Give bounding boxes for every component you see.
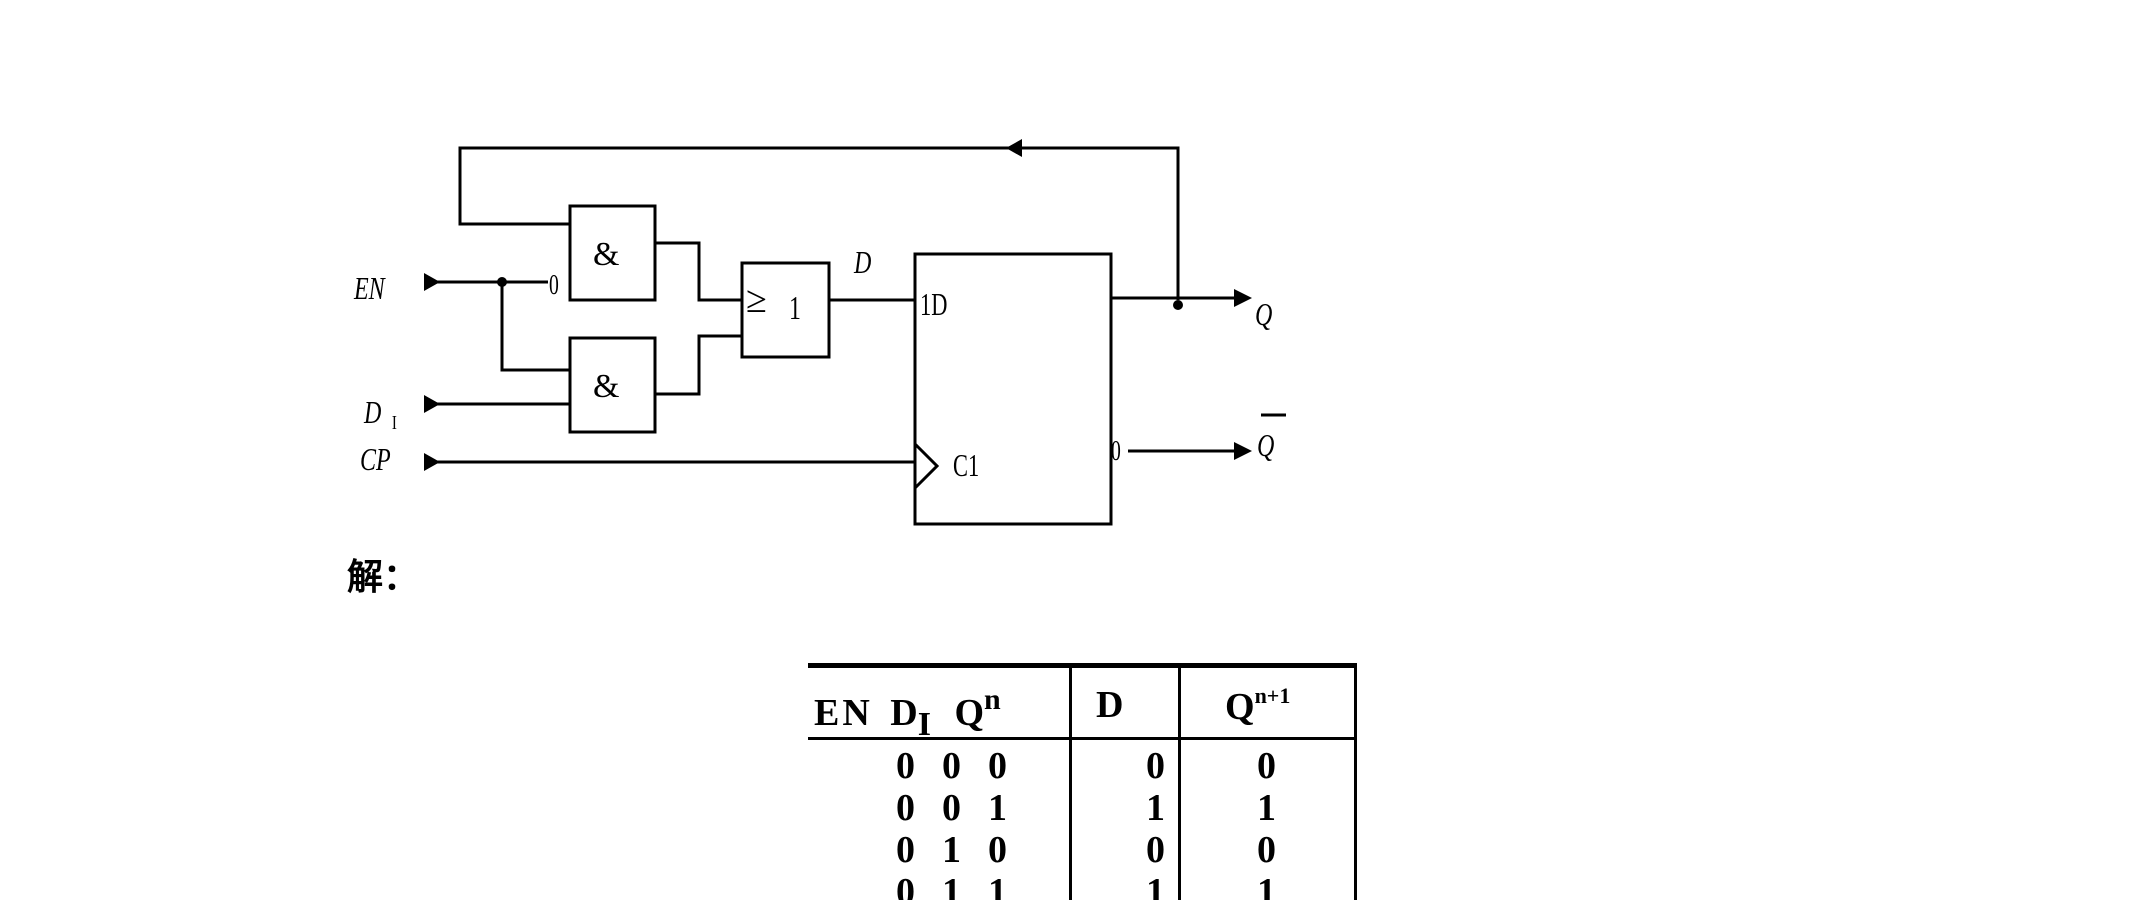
header-di: DI bbox=[890, 692, 931, 743]
solution-label: 解： bbox=[347, 556, 420, 598]
header-inputs: EN DI Qn bbox=[814, 683, 1001, 744]
header-en: EN bbox=[814, 692, 873, 734]
header-qn1-sup: n+1 bbox=[1254, 683, 1291, 708]
or-gate bbox=[740, 261, 831, 359]
di-label-main: D bbox=[364, 394, 382, 430]
cell-qn1: 0 bbox=[1257, 829, 1276, 871]
table-col-divider-1 bbox=[1069, 666, 1072, 900]
qbar-inversion-marker: 0 bbox=[1111, 436, 1121, 467]
table-row: 0 0 1 1 1 bbox=[808, 787, 1357, 829]
cell-qn: 1 bbox=[988, 871, 1007, 900]
d-flip-flop bbox=[913, 252, 1113, 526]
q-label: Q bbox=[1255, 296, 1273, 332]
feedback-arrow bbox=[1006, 139, 1022, 157]
ff-clock-pin-label: C1 bbox=[953, 447, 980, 483]
cell-di: 1 bbox=[942, 829, 961, 871]
table-right-border bbox=[1354, 666, 1357, 900]
table-row: 0 1 1 1 1 bbox=[808, 871, 1357, 900]
or-gate-symbol: ≥ bbox=[746, 279, 767, 321]
cell-en: 0 bbox=[896, 787, 915, 829]
table-header-divider bbox=[808, 737, 1357, 740]
di-label-sub: I bbox=[391, 412, 397, 434]
qbar-label: Q bbox=[1257, 427, 1275, 463]
cell-qn: 0 bbox=[988, 745, 1007, 787]
header-di-sub: I bbox=[917, 706, 931, 743]
cell-d: 0 bbox=[1146, 829, 1165, 871]
en-branch-wire bbox=[500, 282, 570, 372]
table-col-divider-2 bbox=[1178, 666, 1181, 900]
di-arrow bbox=[424, 395, 440, 413]
and-bottom-symbol: & bbox=[593, 368, 620, 405]
cp-label: CP bbox=[360, 441, 391, 477]
table-top-border bbox=[808, 663, 1357, 668]
and-top-symbol: & bbox=[593, 236, 620, 273]
cell-d: 1 bbox=[1146, 787, 1165, 829]
cell-di: 0 bbox=[942, 787, 961, 829]
or-gate-value: 1 bbox=[789, 290, 801, 327]
q-junction bbox=[1173, 300, 1183, 310]
header-qn: Qn bbox=[954, 683, 1001, 734]
truth-table: EN DI Qn D Qn+1 0 0 0 0 0 0 0 1 1 1 0 1 … bbox=[808, 663, 1357, 900]
cell-en: 0 bbox=[896, 829, 915, 871]
and-top-output-wire bbox=[655, 241, 742, 302]
q-arrow bbox=[1234, 289, 1252, 307]
en-label: EN bbox=[354, 270, 385, 306]
cell-qn1: 1 bbox=[1257, 871, 1276, 900]
and-gate-top bbox=[568, 204, 657, 302]
and-gate-bottom bbox=[568, 336, 657, 434]
cell-d: 0 bbox=[1146, 745, 1165, 787]
d-line-label: D bbox=[854, 244, 872, 280]
feedback-wire bbox=[458, 146, 1180, 300]
cell-en: 0 bbox=[896, 871, 915, 900]
en-arrow bbox=[424, 273, 440, 291]
cell-di: 1 bbox=[942, 871, 961, 900]
ff-d-pin-label: 1D bbox=[920, 286, 948, 322]
cell-d: 1 bbox=[1146, 871, 1165, 900]
en-inversion-marker: 0 bbox=[549, 270, 559, 301]
and-bottom-output-wire bbox=[655, 334, 742, 396]
cell-qn: 0 bbox=[988, 829, 1007, 871]
header-qn-sup: n bbox=[984, 683, 1001, 716]
header-qn1: Qn+1 bbox=[1225, 683, 1291, 728]
qbar-arrow bbox=[1234, 442, 1252, 460]
cell-qn1: 0 bbox=[1257, 745, 1276, 787]
cell-qn1: 1 bbox=[1257, 787, 1276, 829]
table-row: 0 1 0 0 0 bbox=[808, 829, 1357, 871]
cell-di: 0 bbox=[942, 745, 961, 787]
header-d: D bbox=[1096, 684, 1124, 726]
cell-qn: 1 bbox=[988, 787, 1007, 829]
cell-en: 0 bbox=[896, 745, 915, 787]
table-row: 0 0 0 0 0 bbox=[808, 745, 1357, 787]
clock-triangle bbox=[913, 442, 940, 490]
cp-arrow bbox=[424, 453, 440, 471]
